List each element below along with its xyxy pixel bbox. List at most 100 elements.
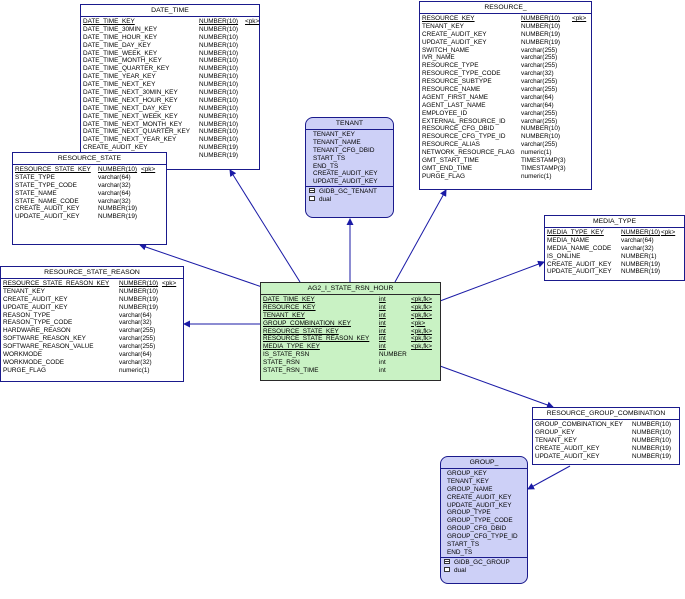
index-name: GIDB_GC_TENANT [319, 188, 377, 196]
column-type: varchar(32) [98, 181, 131, 189]
column-type: int [379, 296, 386, 303]
column-name: DATE_TIME_30MIN_KEY [83, 25, 158, 33]
column-name: DATE_TIME_NEXT_KEY [83, 81, 156, 89]
index-row: dual [444, 566, 524, 575]
column-name: TENANT_NAME [313, 138, 361, 146]
column-type: varchar(255) [119, 327, 156, 335]
index-row: GIDB_GC_GROUP [444, 558, 524, 567]
column-type: numeric(1) [521, 172, 552, 180]
column-name: TENANT_KEY [3, 287, 45, 295]
column-row: TENANT_CFG_DBID [313, 147, 391, 155]
column-name: MEDIA_TYPE_KEY [263, 343, 320, 351]
column-name: HARDWARE_REASON [3, 327, 71, 335]
column-type: int [379, 303, 386, 311]
column-type: int [379, 335, 386, 343]
column-row: START_TS [447, 541, 525, 549]
table-icon [444, 558, 450, 564]
column-type: TIMESTAMP(3) [521, 164, 566, 172]
column-name: RESOURCE_KEY [263, 303, 316, 311]
column-name: GMT_END_TIME [422, 164, 473, 172]
column-name: DATE_TIME_HOUR_KEY [83, 33, 158, 41]
column-type: varchar(64) [119, 351, 152, 359]
column-name: GROUP_NAME [447, 485, 493, 493]
link-group [527, 465, 571, 490]
column-type: NUMBER(10) [199, 41, 239, 49]
column-row: GROUP_NAME [447, 486, 525, 494]
column-type: NUMBER(10) [199, 81, 239, 89]
column-key: <pk,fk> [411, 303, 432, 311]
column-type: NUMBER(19) [621, 260, 661, 268]
column-key: <pk> [141, 166, 156, 173]
entity-resource-group-combination[interactable]: RESOURCE_GROUP_COMBINATION GROUP_COMBINA… [532, 407, 680, 465]
entity-title: RESOURCE_STATE [13, 153, 166, 165]
column-type: varchar(255) [521, 62, 558, 70]
column-name: DATE_TIME_QUARTER_KEY [83, 65, 170, 73]
column-name: IS_ONLINE [547, 252, 581, 260]
column-name: IS_STATE_RSN [263, 351, 310, 359]
column-name: GROUP_KEY [447, 470, 487, 477]
column-type: varchar(255) [521, 109, 558, 117]
column-name: RESOURCE_KEY [422, 15, 475, 22]
column-name: GROUP_CFG_DBID [447, 525, 507, 533]
column-name: WORKMODE [3, 351, 43, 359]
link-resource-group-combination [439, 365, 554, 409]
column-key: <pk> [245, 18, 260, 25]
column-type: NUMBER(10) [199, 120, 239, 128]
column-name: STATE_TYPE [15, 173, 55, 181]
column-type: NUMBER(19) [98, 213, 138, 221]
entity-title: RESOURCE_ [420, 2, 591, 14]
column-name: WORKMODE_CODE [3, 358, 65, 366]
column-name: RESOURCE_STATE_KEY [263, 327, 339, 335]
column-type: NUMBER(10) [199, 112, 239, 120]
column-type: NUMBER(19) [632, 452, 672, 460]
column-name: SOFTWARE_REASON_KEY [3, 335, 86, 343]
column-type: int [379, 343, 386, 351]
column-type: NUMBER(10) [119, 287, 159, 295]
column-row: CREATE_AUDIT_KEY [313, 170, 391, 178]
column-type: NUMBER(10) [521, 22, 561, 30]
column-name: AGENT_LAST_NAME [422, 101, 486, 109]
column-name: RESOURCE_STATE_KEY [15, 166, 91, 173]
column-name: DATE_TIME_YEAR_KEY [83, 73, 156, 81]
column-name: SOFTWARE_REASON_VALUE [3, 343, 94, 351]
entity-resource-state[interactable]: RESOURCE_STATE RESOURCE_STATE_KEY NUMBER(… [12, 152, 167, 245]
column-type: NUMBER(10) [199, 136, 239, 144]
column-type: NUMBER(10) [199, 49, 239, 57]
column-type: NUMBER(10) [199, 96, 239, 104]
entity-resource-state-reason[interactable]: RESOURCE_STATE_REASON RESOURCE_STATE_REA… [0, 266, 184, 382]
column-name: RESOURCE_NAME [422, 86, 481, 94]
column-type: NUMBER(19) [632, 444, 672, 452]
column-name: CREATE_AUDIT_KEY [547, 260, 612, 268]
